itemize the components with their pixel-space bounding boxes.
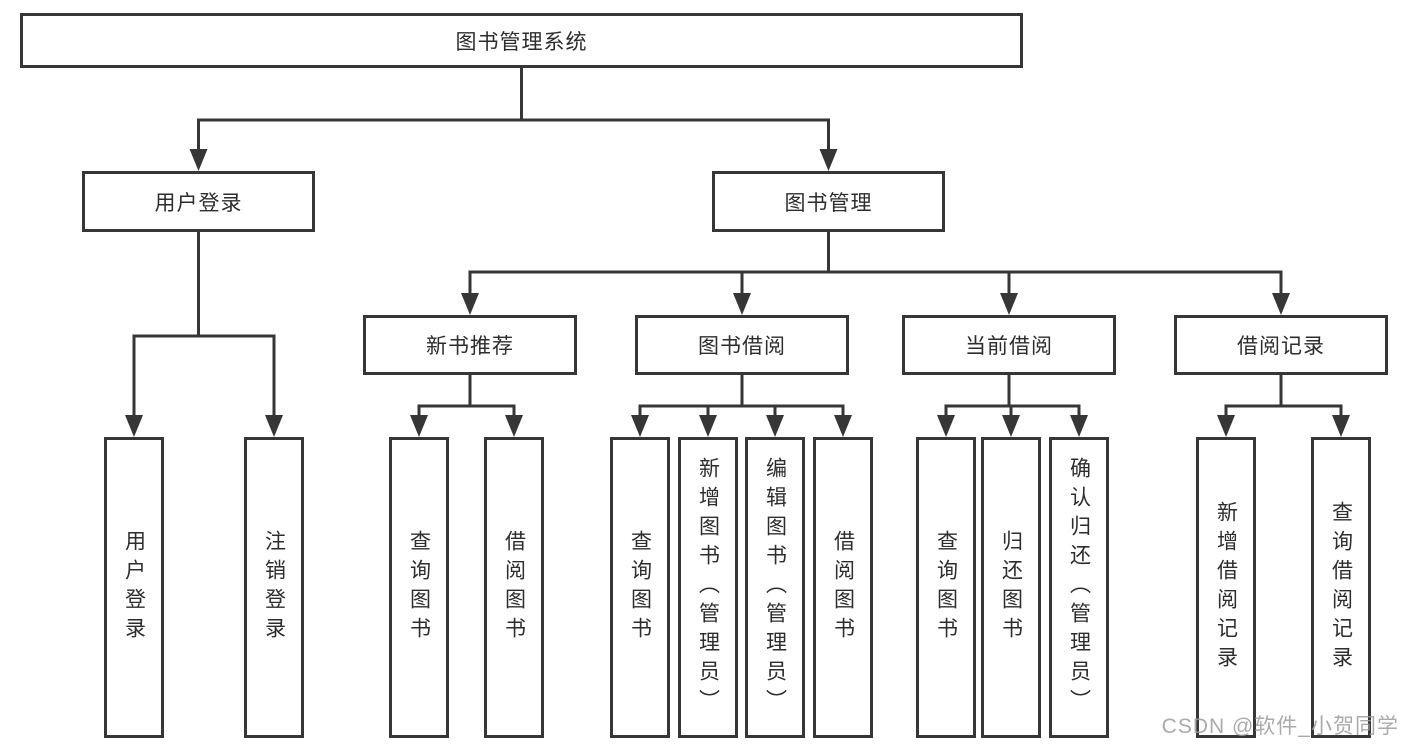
- node-label: 查询图书: [934, 529, 958, 646]
- node-label: 当前借阅: [965, 335, 1053, 358]
- leaf-confirm-return-admin: 确认归还（管理员）: [1049, 437, 1109, 738]
- arrowhead-down-icon: [265, 415, 283, 437]
- leaf-add-borrow-record: 新增借阅记录: [1196, 437, 1256, 738]
- node-book-management: 图书管理: [712, 171, 945, 232]
- node-label: 借阅记录: [1237, 335, 1325, 358]
- leaf-edit-books-admin: 编辑图书（管理员）: [745, 437, 805, 738]
- node-label: 新增图书（管理员）: [696, 457, 720, 718]
- arrowhead-down-icon: [1070, 415, 1088, 437]
- node-book-borrow: 图书借阅: [635, 315, 849, 375]
- node-label: 借阅图书: [502, 529, 526, 646]
- node-label: 查询图书: [628, 529, 652, 646]
- arrowhead-down-icon: [1000, 293, 1018, 315]
- arrowhead-down-icon: [766, 415, 784, 437]
- arrowhead-down-icon: [410, 415, 428, 437]
- leaf-add-books-admin: 新增图书（管理员）: [678, 437, 738, 738]
- leaf-return-books: 归还图书: [981, 437, 1041, 738]
- node-label: 确认归还（管理员）: [1067, 457, 1091, 718]
- arrowhead-down-icon: [505, 415, 523, 437]
- arrowhead-down-icon: [1002, 415, 1020, 437]
- node-user-login: 用户登录: [82, 171, 315, 232]
- node-new-book-recommend: 新书推荐: [363, 315, 577, 375]
- node-label: 图书管理: [784, 191, 873, 215]
- arrowhead-down-icon: [125, 415, 143, 437]
- leaf-query-books-current: 查询图书: [916, 437, 976, 738]
- node-label: 用户登录: [122, 529, 146, 646]
- leaf-query-books-recommend: 查询图书: [389, 437, 449, 738]
- node-current-borrow: 当前借阅: [902, 315, 1116, 375]
- node-label: 查询借阅记录: [1329, 500, 1353, 675]
- node-label: 查询图书: [407, 529, 431, 646]
- leaf-borrow-books-recommend: 借阅图书: [484, 437, 544, 738]
- node-label: 注销登录: [262, 529, 286, 646]
- node-library-system: 图书管理系统: [20, 13, 1023, 68]
- node-label: 新书推荐: [426, 335, 514, 358]
- node-label: 编辑图书（管理员）: [763, 457, 787, 718]
- leaf-query-books-borrow: 查询图书: [610, 437, 670, 738]
- arrowhead-down-icon: [819, 149, 838, 171]
- node-label: 归还图书: [999, 529, 1023, 646]
- node-label: 新增借阅记录: [1214, 500, 1238, 675]
- arrowhead-down-icon: [937, 415, 955, 437]
- leaf-query-borrow-record: 查询借阅记录: [1311, 437, 1371, 738]
- watermark: CSDN @软件_小贺同学: [1161, 715, 1399, 738]
- arrowhead-down-icon: [631, 415, 649, 437]
- node-label: 图书借阅: [698, 335, 786, 358]
- arrowhead-down-icon: [733, 293, 751, 315]
- node-borrow-records: 借阅记录: [1174, 315, 1388, 375]
- arrowhead-down-icon: [1272, 293, 1290, 315]
- leaf-user-login: 用户登录: [104, 437, 164, 738]
- arrowhead-down-icon: [699, 415, 717, 437]
- arrowhead-down-icon: [1217, 415, 1235, 437]
- node-label: 用户登录: [154, 191, 243, 215]
- leaf-logout: 注销登录: [244, 437, 304, 738]
- arrowhead-down-icon: [461, 293, 479, 315]
- arrowhead-down-icon: [1332, 415, 1350, 437]
- node-label: 借阅图书: [831, 529, 855, 646]
- arrowhead-down-icon: [189, 149, 208, 171]
- leaf-borrow-books: 借阅图书: [813, 437, 873, 738]
- arrowhead-down-icon: [834, 415, 852, 437]
- node-label: 图书管理系统: [455, 30, 588, 54]
